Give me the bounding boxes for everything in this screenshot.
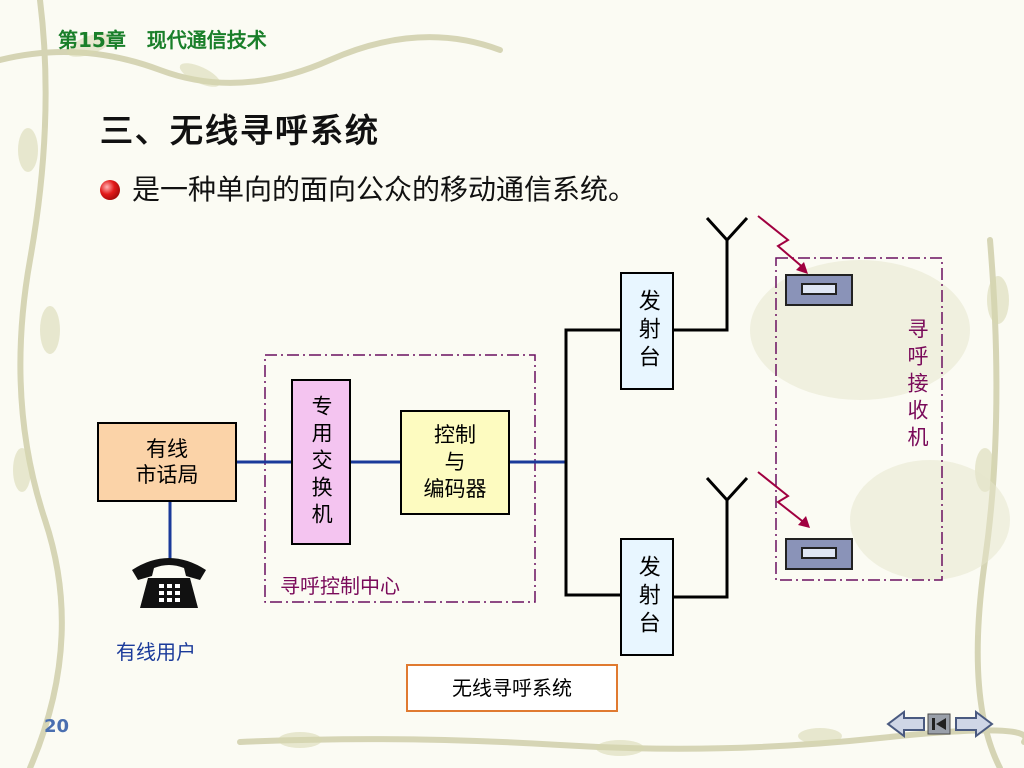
prev-arrow-icon	[886, 710, 925, 738]
signal-bolt-icon-top	[757, 215, 807, 271]
chapter-heading: 第15章 现代通信技术	[58, 28, 267, 52]
telephone-icon	[132, 558, 206, 608]
antenna-icon-bottom	[705, 476, 749, 502]
transmitter-box-bottom: 发射台	[620, 538, 674, 656]
bus-bottom	[564, 462, 621, 597]
first-slide-button[interactable]	[928, 712, 950, 734]
bullet-icon	[100, 180, 120, 200]
signal-bolt-icon-bottom	[757, 471, 807, 525]
wired-user-label: 有线用户	[116, 640, 196, 664]
diagram-caption: 无线寻呼系统	[406, 664, 618, 712]
transmitter-box-top: 发射台	[620, 272, 674, 390]
receiver-label: 寻呼接收机	[905, 318, 929, 453]
bullet-text: 是一种单向的面向公众的移动通信系统。	[132, 173, 637, 206]
next-slide-button[interactable]	[954, 708, 994, 740]
first-slide-icon	[927, 713, 951, 735]
slide-nav	[886, 708, 994, 740]
pager-icon-bottom	[785, 538, 853, 570]
antenna-icon-top	[705, 216, 749, 242]
control-center-frame	[264, 354, 536, 603]
pager-icon-top	[785, 274, 853, 306]
exchange-box: 专用交换机	[291, 379, 351, 545]
control-center-label: 寻呼控制中心	[280, 574, 400, 598]
wired-office-box: 有线 市话局	[97, 422, 237, 502]
antenna-feed-top	[673, 240, 729, 332]
receiver-frame	[775, 257, 943, 581]
slide-title: 三、无线寻呼系统	[100, 111, 380, 150]
prev-slide-button[interactable]	[886, 708, 926, 740]
page-number: 20	[44, 716, 70, 737]
antenna-feed-bottom	[673, 498, 729, 599]
bus-top	[564, 328, 621, 462]
next-arrow-icon	[955, 710, 994, 738]
controller-box: 控制 与 编码器	[400, 410, 510, 515]
